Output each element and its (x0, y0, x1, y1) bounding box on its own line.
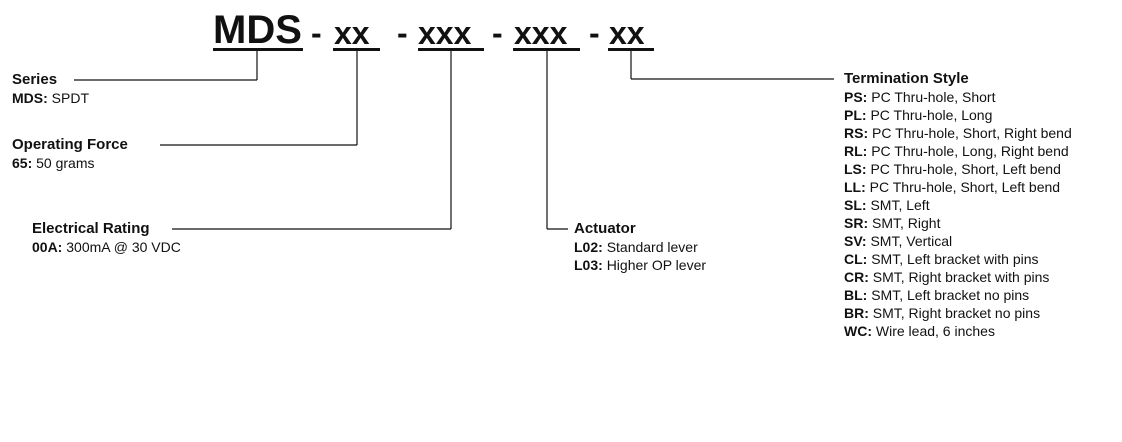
list-item: LS: PC Thru-hole, Short, Left bend (844, 160, 1072, 178)
option-code: L02: (574, 239, 603, 255)
operating-force-block: Operating Force 65: 50 grams (12, 136, 128, 172)
list-item: LL: PC Thru-hole, Short, Left bend (844, 178, 1072, 196)
series-block: Series MDS: SPDT (12, 71, 89, 107)
option-code: MDS: (12, 90, 48, 106)
actuator-block: Actuator L02: Standard lever L03: Higher… (574, 220, 706, 274)
option-desc: SPDT (51, 90, 90, 106)
option-desc: 300mA @ 30 VDC (66, 239, 181, 255)
list-item: CL: SMT, Left bracket with pins (844, 250, 1072, 268)
series-title: Series (12, 71, 58, 88)
option-desc: Standard lever (606, 239, 698, 255)
list-item: CR: SMT, Right bracket with pins (844, 268, 1072, 286)
list-item: RS: PC Thru-hole, Short, Right bend (844, 124, 1072, 142)
list-item: RL: PC Thru-hole, Long, Right bend (844, 142, 1072, 160)
option-code: CR: (844, 269, 869, 285)
electrical-rating-title: Electrical Rating (32, 220, 150, 237)
list-item: 00A: 300mA @ 30 VDC (32, 238, 181, 256)
list-item: SV: SMT, Vertical (844, 232, 1072, 250)
part-termination-placeholder: xx (609, 15, 645, 51)
part-termination-underline (608, 48, 654, 51)
option-desc: SMT, Vertical (870, 233, 953, 249)
option-code: WC: (844, 323, 872, 339)
termination-style-title: Termination Style (844, 70, 969, 87)
list-item: WC: Wire lead, 6 inches (844, 322, 1072, 340)
part-separator: - (589, 15, 600, 51)
option-desc: Wire lead, 6 inches (875, 323, 995, 339)
option-desc: PC Thru-hole, Short, Left bend (870, 161, 1061, 177)
option-code: 65: (12, 155, 33, 171)
part-rating-underline (418, 48, 484, 51)
list-item: L02: Standard lever (574, 238, 706, 256)
option-code: CL: (844, 251, 868, 267)
part-rating-placeholder: xxx (418, 15, 472, 51)
option-code: PL: (844, 107, 867, 123)
list-item: PS: PC Thru-hole, Short (844, 88, 1072, 106)
option-code: BR: (844, 305, 869, 321)
part-separator: - (311, 15, 322, 51)
option-code: RS: (844, 125, 869, 141)
part-actuator-underline (513, 48, 580, 51)
termination-style-block: Termination Style PS: PC Thru-hole, Shor… (844, 70, 1072, 340)
part-actuator-placeholder: xxx (514, 15, 568, 51)
list-item: PL: PC Thru-hole, Long (844, 106, 1072, 124)
list-item: 65: 50 grams (12, 154, 128, 172)
option-desc: 50 grams (36, 155, 95, 171)
option-code: SV: (844, 233, 867, 249)
actuator-title: Actuator (574, 220, 636, 237)
option-desc: PC Thru-hole, Long, Right bend (871, 143, 1069, 159)
option-desc: PC Thru-hole, Short (871, 89, 996, 105)
list-item: SL: SMT, Left (844, 196, 1072, 214)
part-prefix-underline (213, 48, 303, 51)
list-item: L03: Higher OP lever (574, 256, 706, 274)
option-desc: SMT, Right bracket with pins (872, 269, 1050, 285)
part-separator: - (492, 15, 503, 51)
option-code: LL: (844, 179, 866, 195)
option-code: 00A: (32, 239, 63, 255)
option-code: SL: (844, 197, 867, 213)
option-desc: SMT, Left bracket with pins (871, 251, 1039, 267)
option-code: PS: (844, 89, 868, 105)
option-desc: PC Thru-hole, Short, Right bend (872, 125, 1072, 141)
operating-force-title: Operating Force (12, 136, 128, 153)
list-item: BR: SMT, Right bracket no pins (844, 304, 1072, 322)
list-item: SR: SMT, Right (844, 214, 1072, 232)
part-separator: - (397, 15, 408, 51)
part-prefix: MDS (213, 8, 302, 52)
option-code: L03: (574, 257, 603, 273)
part-force-underline (333, 48, 380, 51)
option-code: RL: (844, 143, 868, 159)
option-desc: SMT, Left (870, 197, 930, 213)
list-item: MDS: SPDT (12, 89, 89, 107)
option-desc: PC Thru-hole, Long (870, 107, 993, 123)
option-code: BL: (844, 287, 868, 303)
option-desc: SMT, Right bracket no pins (872, 305, 1041, 321)
electrical-rating-block: Electrical Rating 00A: 300mA @ 30 VDC (32, 220, 181, 256)
list-item: BL: SMT, Left bracket no pins (844, 286, 1072, 304)
part-force-placeholder: xx (334, 15, 370, 51)
option-desc: SMT, Right (872, 215, 941, 231)
option-code: LS: (844, 161, 867, 177)
option-desc: SMT, Left bracket no pins (871, 287, 1030, 303)
option-desc: Higher OP lever (606, 257, 707, 273)
option-code: SR: (844, 215, 869, 231)
option-desc: PC Thru-hole, Short, Left bend (869, 179, 1061, 195)
